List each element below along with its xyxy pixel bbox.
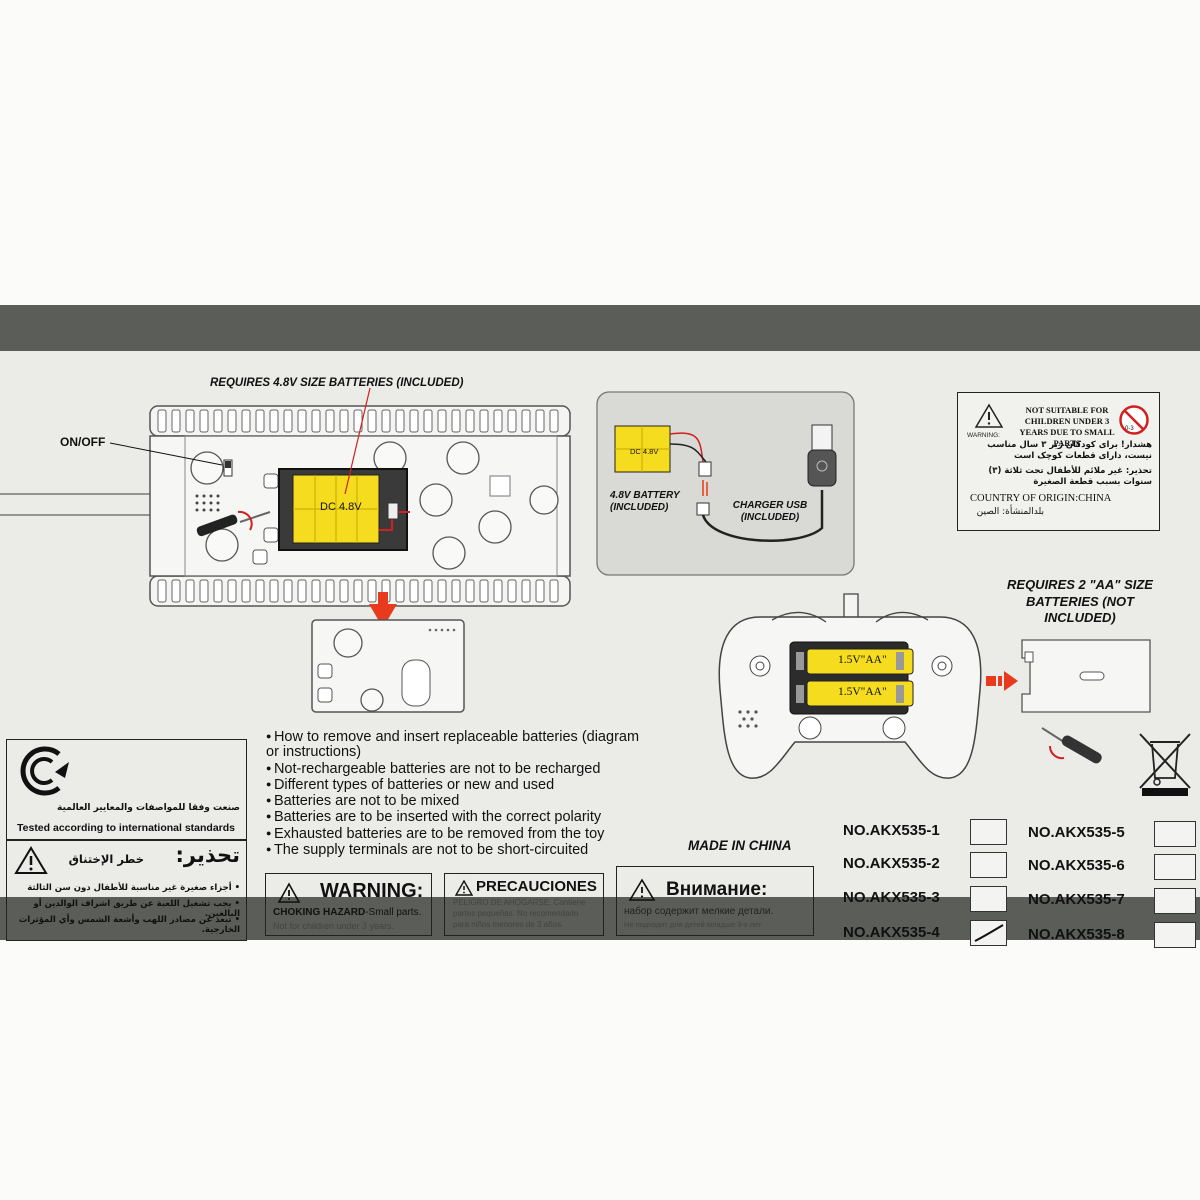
age-icon-label: 0-3 — [1125, 426, 1134, 432]
warning-en-box — [265, 873, 432, 936]
model-checkbox[interactable] — [970, 852, 1007, 878]
requires-48v-label: REQUIRES 4.8V SIZE BATTERIES (INCLUDED) — [210, 377, 464, 389]
battery-rule-item: Batteries are to be inserted with the co… — [266, 809, 646, 826]
checkmark-icon — [974, 924, 1004, 942]
model-number: NO.AKX535-5 — [1028, 824, 1125, 841]
made-in-china: MADE IN CHINA — [688, 838, 792, 853]
no-under-3-icon — [1119, 405, 1149, 435]
tank-pack-label: DC 4.8V — [320, 501, 362, 513]
model-number: NO.AKX535-2 — [843, 855, 940, 872]
arabic-warning-line-1: • أجزاء صغيرة غير مناسبة للأطفال دون سن … — [27, 883, 240, 893]
model-checkbox[interactable] — [1154, 854, 1196, 880]
warning-es-line-1: PELIGRO DE AHOGARSE. Contiene — [453, 898, 586, 907]
warning-es-triangle-icon — [454, 879, 474, 896]
arabic-warning-line-3: • تبعد عن مصادر اللهب وأشعة الشمس وأي ال… — [18, 915, 240, 935]
battery-rule-item: Exhausted batteries are to be removed fr… — [266, 826, 646, 842]
arabic-warning-box — [6, 840, 247, 941]
charger-usb-label: CHARGER USB (INCLUDED) — [732, 500, 808, 523]
model-number: NO.AKX535-8 — [1028, 926, 1125, 943]
warning-icon-caption: WARNING: — [967, 432, 1000, 439]
warning-es-peligro: PELIGRO DE AHOGARSE. — [453, 898, 552, 907]
standards-box — [6, 739, 247, 840]
warning-ru-line-2: Не подходит для детей младше 3-х лет — [624, 920, 762, 929]
crossed-bin-icon — [1139, 733, 1191, 796]
battery-included-label: 4.8V BATTERY (INCLUDED) — [610, 490, 680, 513]
warning-ru-title: Внимание: — [666, 879, 768, 900]
warning-en-title: WARNING: — [320, 880, 424, 902]
warning-en-hazard: CHOKING HAZARD — [273, 907, 366, 918]
battery-rule-item: Different types of batteries or new and … — [266, 777, 646, 793]
onoff-label: ON/OFF — [60, 435, 106, 449]
battery-rule-item: The supply terminals are not to be short… — [266, 842, 646, 858]
battery-rule-item: How to remove and insert replaceable bat… — [266, 729, 646, 761]
battery-rules-list: How to remove and insert replaceable bat… — [266, 729, 646, 858]
warning-ru-box — [616, 866, 814, 936]
warning-es-line-3: para niños menores de 3 años. — [453, 920, 564, 929]
arabic-warning-triangle-icon — [14, 846, 48, 874]
warning-es-box — [444, 873, 604, 936]
battery-rule-item: Batteries are not to be mixed — [266, 793, 646, 809]
warning-ru-triangle-icon — [628, 878, 656, 901]
top-dark-band — [0, 305, 1200, 351]
warning-en-sub: Not for children under 3 years. — [273, 921, 395, 931]
country-of-origin: COUNTRY OF ORIGIN:CHINA — [970, 493, 1112, 504]
model-checkbox[interactable] — [1154, 922, 1196, 948]
warning-es-contiene: Contiene — [551, 898, 586, 907]
model-number: NO.AKX535-7 — [1028, 891, 1125, 908]
model-checkbox-checked[interactable] — [970, 920, 1007, 946]
model-number: NO.AKX535-3 — [843, 889, 940, 906]
warning-triangle-icon — [974, 403, 1004, 428]
warning-es-title: PRECAUCIONES — [476, 878, 597, 895]
model-number: NO.AKX535-4 — [843, 924, 940, 941]
arabic-warning-title: تحذير: — [175, 843, 241, 867]
model-number: NO.AKX535-6 — [1028, 857, 1125, 874]
standards-english: Tested according to international standa… — [17, 822, 236, 834]
model-checkbox[interactable] — [970, 886, 1007, 912]
model-number: NO.AKX535-1 — [843, 822, 940, 839]
model-checkbox[interactable] — [1154, 821, 1196, 847]
warning-en-triangle-icon — [277, 882, 301, 903]
warning-ru-line-1: набор содержит мелкие детали. — [624, 906, 774, 917]
standards-logo-icon — [20, 746, 69, 796]
battery-rule-item: Not-rechargeable batteries are not to be… — [266, 761, 646, 777]
arabic-warning-line-2: • يجب تشغيل اللعبة عن طريق اشراف الوالدي… — [33, 899, 240, 919]
aa-cell-1-label: 1.5V"AA" — [838, 654, 887, 666]
age-warning-arabic: تحذير: غير ملائم للأطفال تحت ثلاثة (۳) س… — [988, 466, 1152, 487]
model-checkbox[interactable] — [1154, 888, 1196, 914]
charger-pack-label: DC 4.8V — [630, 447, 659, 456]
country-of-origin-arabic: بلدالمنشأة: الصين — [976, 507, 1044, 517]
aa-cell-2-label: 1.5V"AA" — [838, 686, 887, 698]
model-checkbox[interactable] — [970, 819, 1007, 845]
warning-en-small: -Small parts. — [365, 907, 422, 918]
age-warning-persian: هشدار! برای کودکان زیر ۳ سال مناسب نیست،… — [987, 440, 1152, 461]
arabic-warning-subtitle: خطر الإختناق — [68, 852, 144, 866]
requires-aa-label: REQUIRES 2 "AA" SIZE BATTERIES (NOT INCL… — [1007, 577, 1153, 625]
warning-en-hazard-line: CHOKING HAZARD-Small parts. — [273, 907, 421, 918]
warning-es-line-2: partes pequeñas. No recomendado — [453, 909, 579, 918]
standards-arabic: صنعت وفقا للمواصفات والمعايير العالمية — [57, 803, 240, 813]
age-warning-title: NOT SUITABLE FOR CHILDREN UNDER 3 YEARS … — [1019, 405, 1115, 448]
